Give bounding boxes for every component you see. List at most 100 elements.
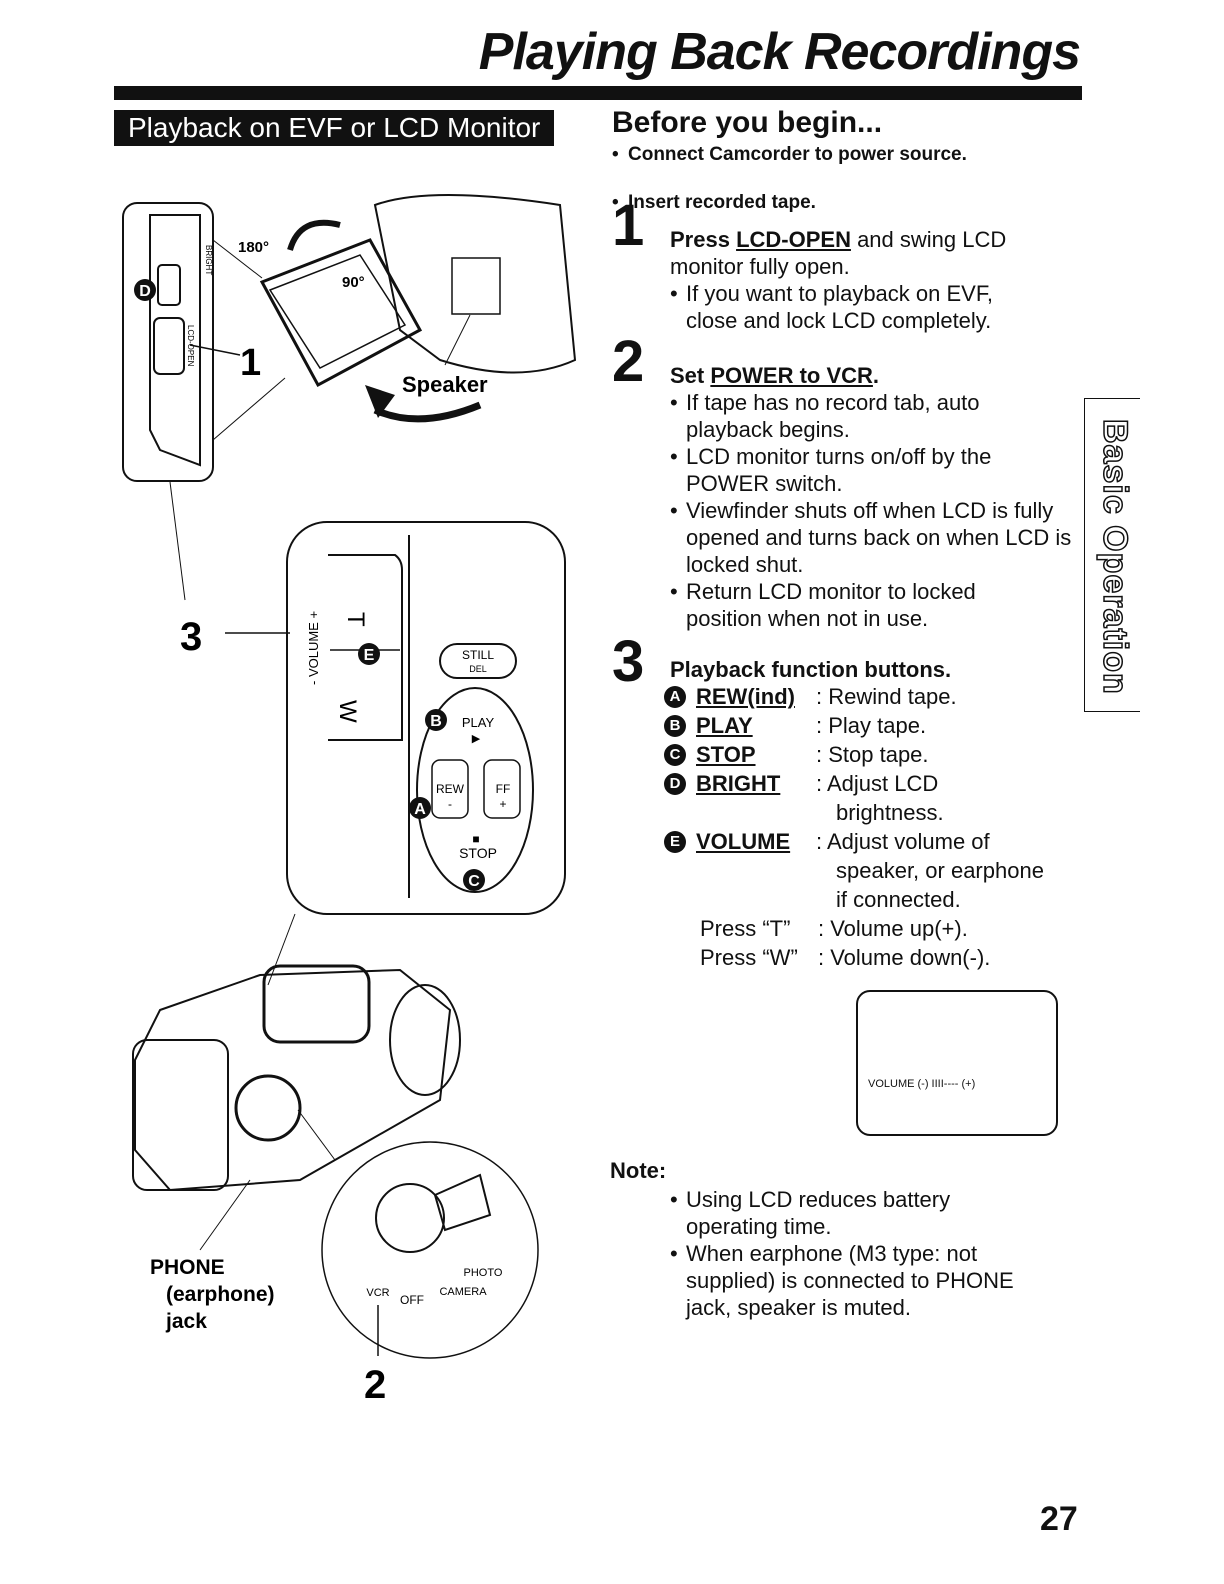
jack-label: jack [165,1310,207,1333]
badge-e-icon: E [664,831,686,853]
side-inset-frame [122,202,214,482]
note-list: Using LCD reduces battery operating time… [670,1186,1050,1321]
callout-2: 2 [364,1363,386,1407]
phone-label: PHONE [150,1256,225,1279]
leader-line [199,1179,251,1251]
vcr-label: VCR [366,1287,389,1299]
press-t: Press “T” [700,916,791,941]
note-heading: Note: [610,1158,667,1183]
speaker-grille [451,257,501,315]
speaker-label: Speaker [402,372,488,397]
section-heading: Playback on EVF or LCD Monitor [114,110,555,146]
del-label: DEL [469,664,487,674]
badge-c-icon: C [664,744,686,766]
step-1-c: monitor fully open. [670,254,850,279]
badge-e-icon [358,643,380,665]
step-1-a: Press [670,227,737,252]
function-row: C STOP : Stop tape. [664,742,1084,771]
volume-label: - VOLUME + [306,611,321,685]
leader-line [212,239,263,279]
step-2-bullet: Return LCD monitor to locked position wh… [670,578,1031,632]
step-2-a: Set [670,363,711,388]
callout-1: 1 [240,342,261,384]
rotate-arrow-icon [287,219,341,251]
camcorder-body-lower [134,968,452,1192]
plus-label: + [499,797,506,811]
function-desc-cont: brightness. [836,800,944,825]
badge-c-icon [463,869,485,891]
badge-e-label: E [364,647,375,664]
step-2-bullet: If tape has no record tab, auto playback… [670,389,1031,443]
power-lever [433,1173,492,1232]
button-area-highlight [262,964,371,1044]
lcd-open-button [153,317,185,375]
function-desc: : Stop tape. [816,742,929,767]
function-desc-cont: if connected. [836,887,961,912]
page-number: 27 [1040,1500,1078,1538]
ff-label: FF [496,782,511,796]
stop-label: STOP [459,845,497,861]
earphone-label: (earphone) [166,1283,275,1306]
still-del-button [439,643,517,679]
power-key: POWER to VCR [710,363,873,388]
press-t-desc: : Volume up(+). [818,916,968,941]
function-row: E VOLUME : Adjust volume of [664,829,1084,858]
lcd-screen-display [856,990,1058,1136]
ff-button [483,759,521,819]
step-2-text: Set POWER to VCR. If tape has no record … [670,362,1080,632]
callout-3: 3 [180,615,202,659]
transport-pad [416,687,534,893]
function-name: REW(ind) [696,684,795,709]
badge-d-icon [134,279,156,301]
step-3-head: Playback function buttons. [670,657,952,682]
note-item: Using LCD reduces battery operating time… [670,1186,986,1240]
badge-d-icon: D [664,773,686,795]
w-label: W [334,700,361,723]
lcd-closed [132,1039,229,1191]
function-desc-cont: speaker, or earphone [836,858,1044,883]
function-desc: : Adjust LCD [816,771,939,796]
power-switch-detail [321,1141,539,1359]
before-heading: Before you begin... [612,106,883,139]
badge-a-icon: A [664,686,686,708]
step-1-b: and swing LCD [850,227,1007,252]
press-w: Press “W” [700,945,798,970]
badge-a-icon [409,797,431,819]
still-label: STILL [462,648,494,662]
bright-button [157,264,181,306]
function-row: D BRIGHT : Adjust LCD [664,771,1084,800]
page-title: Playing Back Recordings [478,23,1081,81]
power-dial [375,1183,445,1253]
leader-line [444,314,471,366]
lcd-panel-side [149,214,201,467]
function-name: STOP [696,742,756,767]
lcd-monitor [259,238,423,388]
step-2-bullet: Viewfinder shuts off when LCD is fully o… [670,497,1091,578]
off-label: OFF [400,1293,424,1307]
leader-line [267,913,296,986]
leader-line [212,377,286,441]
lens [389,984,461,1096]
button-inset-frame [286,521,566,915]
function-name: PLAY [696,713,753,738]
rew-button [431,759,469,819]
badge-c-label: C [468,873,480,890]
side-tab [1084,398,1140,712]
function-desc: : Adjust volume of [816,829,990,854]
note-item: When earphone (M3 type: not supplied) is… [670,1240,1050,1321]
badge-b-label: B [430,713,442,730]
function-name: VOLUME [696,829,791,854]
camcorder-illustration: BRIGHT LCD-OPEN D 1 180° 90° Speaker T W… [122,194,577,1407]
rotate-arrow-icon [373,401,482,423]
power-switch-highlight [234,1074,302,1142]
badge-d-label: D [139,283,151,300]
step-1-text: Press LCD-OPEN and swing LCD monitor ful… [670,226,1070,334]
step-number: 3 [612,629,645,694]
prereq-item: Insert recorded tape. [612,192,1224,214]
play-arrow-icon: ▶ [472,733,481,745]
function-name: BRIGHT [696,771,781,796]
function-desc: : Play tape. [816,713,927,738]
